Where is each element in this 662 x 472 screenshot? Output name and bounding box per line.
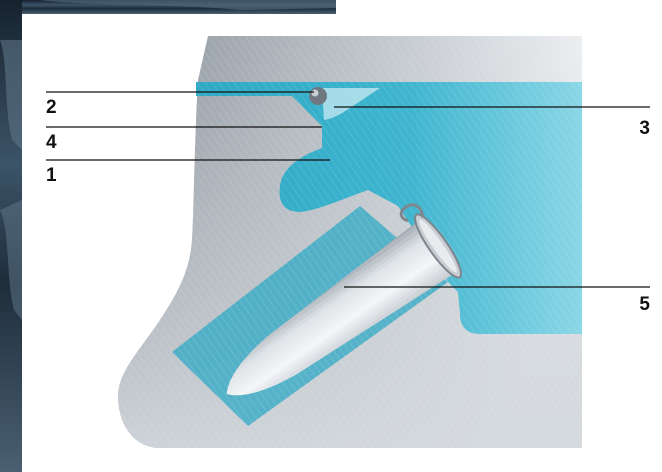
callout-label-2: 2	[46, 97, 57, 118]
callout-label-4: 4	[46, 132, 57, 153]
o-ring-seal	[309, 87, 327, 105]
callout-label-1: 1	[46, 165, 57, 186]
callout-label-5: 5	[639, 294, 650, 315]
callout-label-3: 3	[639, 118, 650, 139]
